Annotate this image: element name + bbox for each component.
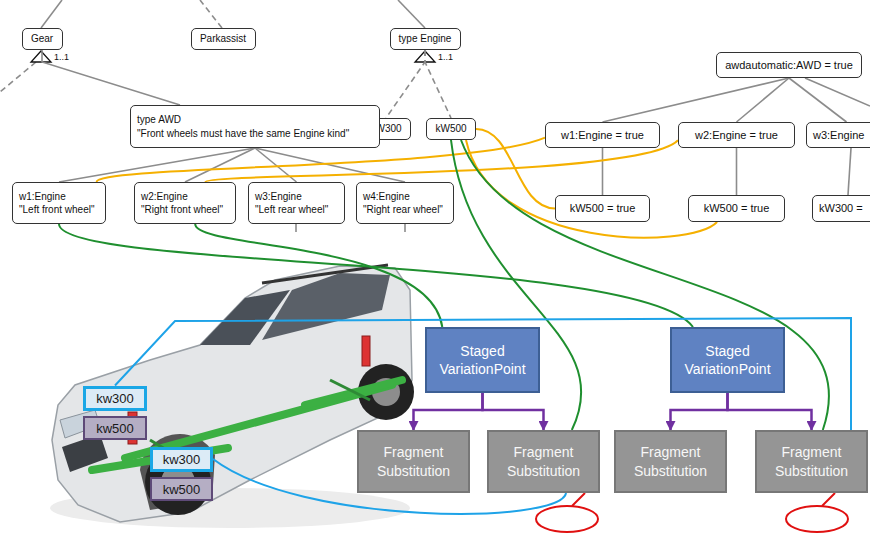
box-title: Fragment Substitution	[761, 443, 862, 479]
box-title: w2:Engine	[141, 190, 229, 204]
connector	[59, 148, 255, 182]
fragment-box: Fragment Substitution	[357, 430, 470, 493]
variation-point-box: Staged VariationPoint	[670, 327, 785, 393]
feature-box: w3:Engine"Left rear wheel"	[248, 182, 345, 224]
constraint-box: kW500 = true	[688, 195, 785, 222]
connector	[728, 393, 812, 430]
feature-box: w4:Engine"Right rear wheel"	[356, 182, 454, 224]
box-title: kW300 =	[819, 201, 870, 216]
box-note: "Right front wheel"	[141, 203, 229, 217]
box-title: Fragment Substitution	[493, 443, 594, 479]
connector	[736, 148, 738, 195]
box-title: w1:Engine = true	[552, 128, 653, 143]
box-note: "Right rear wheel"	[363, 203, 447, 217]
constraint-box: w2:Engine = true	[678, 122, 795, 148]
connector	[195, 224, 442, 327]
fragment-box: Fragment Substitution	[614, 430, 727, 493]
connector	[42, 50, 180, 105]
feature-box: type Engine	[390, 28, 461, 50]
constraint-box: awdautomatic:AWD = true	[716, 52, 862, 78]
connector	[603, 78, 790, 122]
box-title: w1:Engine	[19, 190, 99, 204]
box-title: Fragment Substitution	[363, 443, 464, 479]
box-title: type Engine	[397, 32, 454, 46]
feature-box: w2:Engine"Right front wheel"	[134, 182, 236, 224]
engine-label: kw500	[83, 416, 147, 440]
cardinality-label: 1..1	[437, 52, 454, 62]
feature-box: kW500	[426, 118, 476, 140]
engine-label: kw300	[150, 447, 213, 472]
connector	[476, 129, 555, 209]
connector	[414, 393, 483, 430]
connector	[483, 393, 544, 430]
feature-box: Parkassist	[191, 28, 256, 50]
box-title: Parkassist	[198, 32, 249, 46]
box-title: kw300	[90, 391, 140, 406]
constraint-box: w1:Engine = true	[545, 122, 660, 148]
box-title: kw300	[157, 452, 206, 467]
box-title: w4:Engine	[363, 190, 447, 204]
cardinality-label: 1..1	[53, 52, 70, 62]
box-title: Staged VariationPoint	[431, 342, 534, 378]
box-title: Staged VariationPoint	[676, 342, 779, 378]
box-title: type AWD	[137, 113, 373, 127]
fragment-box: Fragment Substitution	[487, 430, 600, 493]
box-note: "Left front wheel"	[19, 203, 99, 217]
connector	[386, 50, 425, 118]
box-title: kW500	[433, 122, 469, 136]
feature-box: Gear	[22, 28, 63, 50]
constraint-box: kW300 =	[812, 195, 870, 222]
connector	[466, 140, 717, 238]
variation-point-box: Staged VariationPoint	[425, 327, 540, 393]
box-title: w2:Engine = true	[685, 128, 788, 143]
engine-label: kw300	[83, 386, 147, 411]
connector	[59, 224, 693, 327]
box-title: kw500	[156, 482, 207, 497]
box-title: Gear	[29, 32, 56, 46]
connector	[848, 148, 851, 195]
box-note: "Front wheels must have the same Engine …	[137, 127, 373, 141]
constraint-box: w3:Engine	[806, 122, 870, 148]
connector	[671, 393, 728, 430]
box-note: "Left rear wheel"	[255, 203, 338, 217]
connector	[115, 318, 851, 430]
feature-box: type AWD"Front wheels must have the same…	[130, 105, 380, 148]
constraint-box: kW500 = true	[555, 195, 650, 222]
feature-box: w1:Engine"Left front wheel"	[12, 182, 106, 224]
box-title: kw500	[89, 421, 141, 436]
box-title: kW500 = true	[695, 201, 778, 216]
box-title: Fragment Substitution	[620, 443, 721, 479]
box-title: kW500 = true	[562, 201, 643, 216]
engine-label: kw500	[150, 477, 213, 501]
fragment-box: Fragment Substitution	[755, 430, 868, 493]
connector	[789, 78, 847, 122]
connector	[737, 78, 790, 122]
box-title: awdautomatic:AWD = true	[723, 58, 855, 73]
box-title: w3:Engine	[813, 128, 870, 143]
connector	[602, 148, 604, 195]
box-title: w3:Engine	[255, 190, 338, 204]
